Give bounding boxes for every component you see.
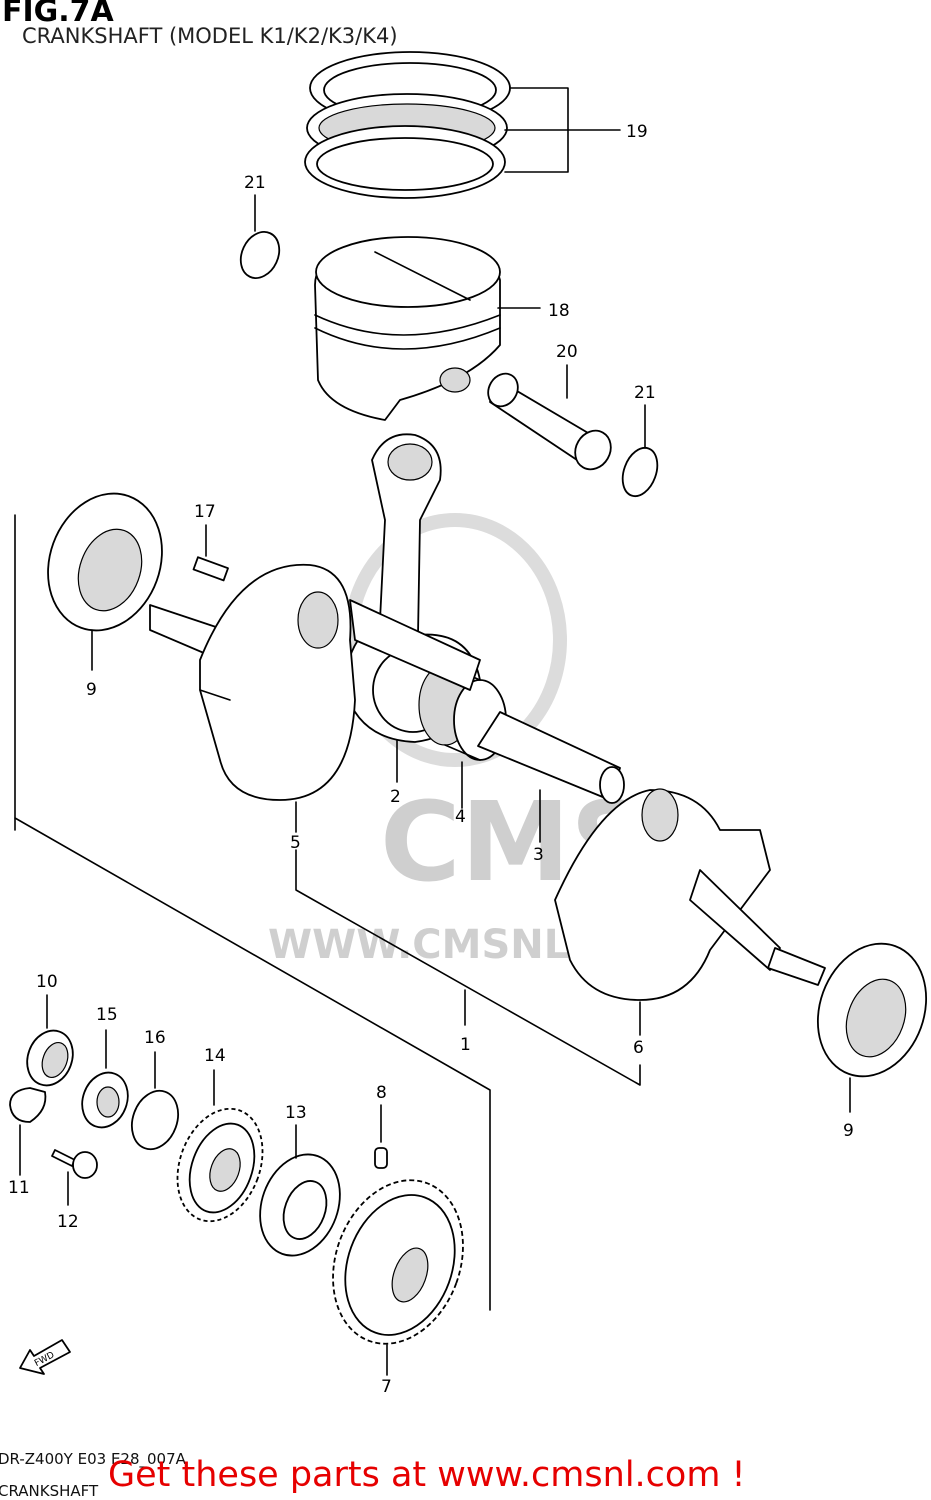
circlip-right[interactable] <box>616 443 663 501</box>
callout-12: 12 <box>57 1212 79 1232</box>
crankshaft-left-half[interactable] <box>149 563 481 801</box>
callout-7: 7 <box>381 1377 392 1397</box>
callout-3: 3 <box>533 845 544 865</box>
callout-17: 17 <box>194 502 216 522</box>
crankshaft-right-half[interactable] <box>554 788 826 1001</box>
bushing-10[interactable] <box>20 1024 80 1092</box>
figure-label: FIG.7A <box>2 0 114 29</box>
crank-pin[interactable] <box>477 711 625 804</box>
model-code: DR-Z400Y E03 E28_007A <box>0 1450 186 1468</box>
woodruff-key[interactable] <box>192 556 229 582</box>
callout-9-right: 9 <box>843 1121 854 1141</box>
screw-12[interactable] <box>51 1149 98 1179</box>
callout-13: 13 <box>285 1103 307 1123</box>
callout-labels: 19 21 18 20 21 17 9 2 4 3 5 6 1 9 10 15 … <box>8 122 854 1397</box>
callout-9-left: 9 <box>86 680 97 700</box>
crank-bearing-left[interactable] <box>29 477 180 646</box>
gear-13[interactable] <box>247 1143 354 1267</box>
callout-6: 6 <box>633 1038 644 1058</box>
callout-16: 16 <box>144 1028 166 1048</box>
fwd-arrow-icon: FWD <box>19 1339 71 1375</box>
crank-bearing-right[interactable] <box>800 928 931 1091</box>
callout-14: 14 <box>204 1046 226 1066</box>
callout-1: 1 <box>460 1035 471 1055</box>
callout-4: 4 <box>455 807 466 827</box>
callout-2: 2 <box>390 787 401 807</box>
piston-rings[interactable] <box>304 51 511 199</box>
callout-15: 15 <box>96 1005 118 1025</box>
callout-19: 19 <box>626 122 648 142</box>
callout-8: 8 <box>376 1083 387 1103</box>
callout-21-right: 21 <box>634 383 656 403</box>
washer-16[interactable] <box>124 1084 186 1155</box>
section-name: CRANKSHAFT <box>0 1482 99 1500</box>
gear-7[interactable] <box>311 1162 485 1362</box>
circlip-top[interactable] <box>234 226 287 285</box>
callout-18: 18 <box>548 301 570 321</box>
callout-10: 10 <box>36 972 58 992</box>
plate-11[interactable] <box>9 1087 47 1123</box>
promo-link[interactable]: Get these parts at www.cmsnl.com ! <box>108 1455 746 1495</box>
piston-pin[interactable] <box>482 368 617 476</box>
dowel-pin-8[interactable] <box>374 1147 388 1169</box>
gear-14[interactable] <box>163 1097 278 1233</box>
piston[interactable] <box>314 236 501 421</box>
diagram-title: CRANKSHAFT (MODEL K1/K2/K3/K4) <box>22 24 398 48</box>
callout-20: 20 <box>556 342 578 362</box>
callout-11: 11 <box>8 1178 30 1198</box>
callout-21-top: 21 <box>244 173 266 193</box>
callout-5: 5 <box>290 833 301 853</box>
